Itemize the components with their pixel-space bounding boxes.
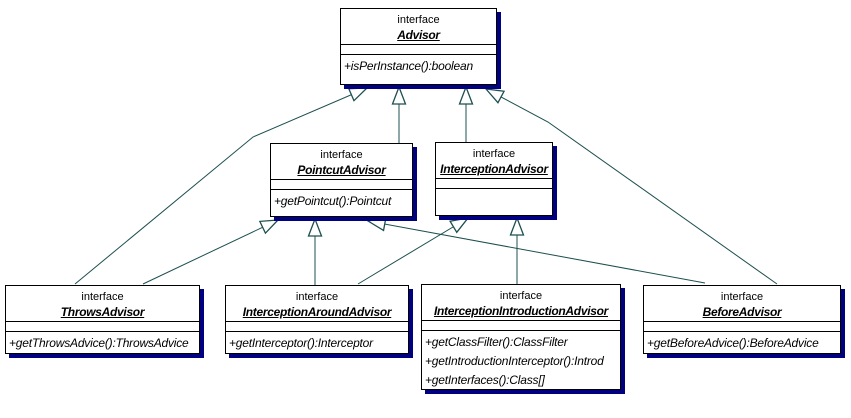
attributes-compartment [436,178,552,188]
generalization-throwsadvisor-pointcutadvisor [142,220,278,285]
attributes-compartment [422,320,620,330]
operations-compartment [436,188,552,215]
interface-box-interceptionintroductionadvisor: interface InterceptionIntroductionAdviso… [421,284,621,390]
method-label: +getPointcut():Pointcut [274,194,392,208]
operations-compartment: +getThrowsAdvice():ThrowsAdvice [6,331,199,353]
generalization-interceptionaroundadvisor-interceptionadvisor [357,218,468,285]
method-label: +getClassFilter():ClassFilter [425,335,568,349]
generalization-throwsadvisor-advisor [74,88,367,285]
title-compartment: interface Advisor [341,9,496,44]
interface-name: ThrowsAdvisor [60,305,145,319]
method-label: +getIntroductionInterceptor():Introd [425,354,604,368]
method-label: +getThrowsAdvice():ThrowsAdvice [9,336,189,350]
stereotype-label: interface [295,291,339,303]
stereotype-label: interface [720,291,764,303]
method-label: +isPerInstance():boolean [344,59,473,73]
operations-compartment: +getBeforeAdvice():BeforeAdvice [644,331,840,353]
interface-box-pointcutadvisor: interface PointcutAdvisor +getPointcut()… [270,143,413,217]
title-compartment: interface PointcutAdvisor [271,144,412,179]
operations-compartment: +getClassFilter():ClassFilter +getIntrod… [422,330,620,389]
interface-name: BeforeAdvisor [702,305,782,319]
attributes-compartment [226,321,408,331]
operations-compartment: +getPointcut():Pointcut [271,189,412,216]
title-compartment: interface ThrowsAdvisor [6,286,199,321]
interface-box-interceptionadvisor: interface InterceptionAdvisor [435,142,553,216]
generalization-beforeadvisor-advisor [486,89,778,285]
attributes-compartment [271,179,412,189]
method-label: +getInterfaces():Class[] [425,373,545,387]
interface-name: InterceptionAdvisor [440,162,548,176]
attributes-compartment [341,44,496,54]
stereotype-label: interface [320,149,363,161]
interface-box-interceptionaroundadvisor: interface InterceptionAroundAdvisor +get… [225,285,409,354]
interface-name: Advisor [397,28,440,42]
interface-name: InterceptionAroundAdvisor [242,305,392,319]
interface-box-advisor: interface Advisor +isPerInstance():boole… [340,8,497,85]
stereotype-label: interface [81,291,124,303]
method-label: +getInterceptor():Interceptor [229,336,373,350]
title-compartment: interface InterceptionAroundAdvisor [226,286,408,321]
interface-name: PointcutAdvisor [297,163,386,177]
title-compartment: interface InterceptionIntroductionAdviso… [422,285,620,320]
interface-box-beforeadvisor: interface BeforeAdvisor +getBeforeAdvice… [643,285,841,354]
stereotype-label: interface [499,290,543,302]
operations-compartment: +isPerInstance():boolean [341,54,496,84]
generalization-beforeadvisor-pointcutadvisor [368,221,706,284]
interface-name: InterceptionIntroductionAdvisor [433,304,609,318]
title-compartment: interface InterceptionAdvisor [436,143,552,178]
title-compartment: interface BeforeAdvisor [644,286,840,321]
operations-compartment: +getInterceptor():Interceptor [226,331,408,353]
method-label: +getBeforeAdvice():BeforeAdvice [647,336,819,350]
stereotype-label: interface [472,148,516,160]
attributes-compartment [644,321,840,331]
attributes-compartment [6,321,199,331]
stereotype-label: interface [397,14,440,26]
interface-box-throwsadvisor: interface ThrowsAdvisor +getThrowsAdvice… [5,285,200,354]
